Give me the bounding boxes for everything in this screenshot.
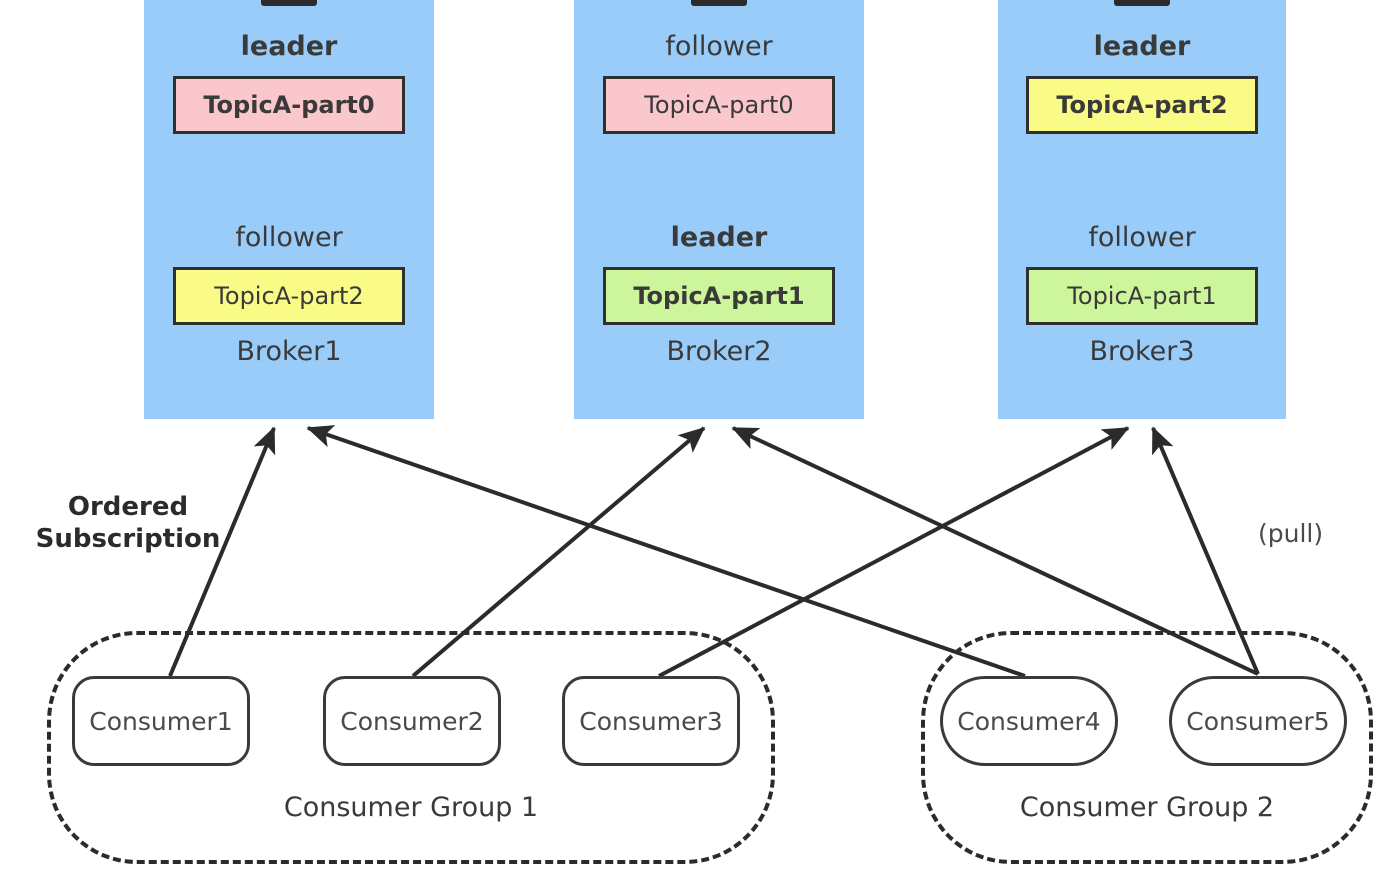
broker-node-2[interactable]: follower TopicA-part0 leader TopicA-part… xyxy=(574,0,864,419)
broker-3-name: Broker3 xyxy=(1089,336,1195,367)
consumer-node-5[interactable]: Consumer5 xyxy=(1169,676,1347,766)
broker-antenna-icon xyxy=(1114,0,1170,6)
broker-3-bottom-partition[interactable]: TopicA-part1 xyxy=(1026,267,1258,325)
broker-2-bottom-partition[interactable]: TopicA-part1 xyxy=(603,267,835,325)
broker-1-name: Broker1 xyxy=(236,336,342,367)
broker-node-3[interactable]: leader TopicA-part2 follower TopicA-part… xyxy=(998,0,1286,419)
consumer-node-3[interactable]: Consumer3 xyxy=(562,676,740,766)
broker-node-1[interactable]: leader TopicA-part0 follower TopicA-part… xyxy=(144,0,434,419)
broker-1-bottom-role: follower xyxy=(235,222,343,253)
consumer-group-2-label: Consumer Group 2 xyxy=(1019,792,1275,823)
consumer-node-1[interactable]: Consumer1 xyxy=(72,676,250,766)
broker-3-top-role: leader xyxy=(1093,31,1191,62)
pull-label: (pull) xyxy=(1258,519,1324,548)
broker-2-top-role: follower xyxy=(665,31,773,62)
broker-3-top-partition[interactable]: TopicA-part2 xyxy=(1026,76,1258,134)
broker-1-top-role: leader xyxy=(240,31,338,62)
consumer-node-2[interactable]: Consumer2 xyxy=(323,676,501,766)
consumer-group-1-label: Consumer Group 1 xyxy=(283,792,539,823)
broker-2-top-partition[interactable]: TopicA-part0 xyxy=(603,76,835,134)
broker-3-bottom-role: follower xyxy=(1088,222,1196,253)
consumer-node-4[interactable]: Consumer4 xyxy=(940,676,1118,766)
consumer-group-2[interactable] xyxy=(921,631,1373,864)
broker-1-top-partition[interactable]: TopicA-part0 xyxy=(173,76,405,134)
consumer-group-1[interactable] xyxy=(47,631,775,864)
broker-2-name: Broker2 xyxy=(666,336,772,367)
ordered-subscription-label: Ordered Subscription xyxy=(35,492,221,554)
broker-1-bottom-partition[interactable]: TopicA-part2 xyxy=(173,267,405,325)
broker-2-bottom-role: leader xyxy=(670,222,768,253)
broker-antenna-icon xyxy=(691,0,747,6)
broker-antenna-icon xyxy=(261,0,317,6)
